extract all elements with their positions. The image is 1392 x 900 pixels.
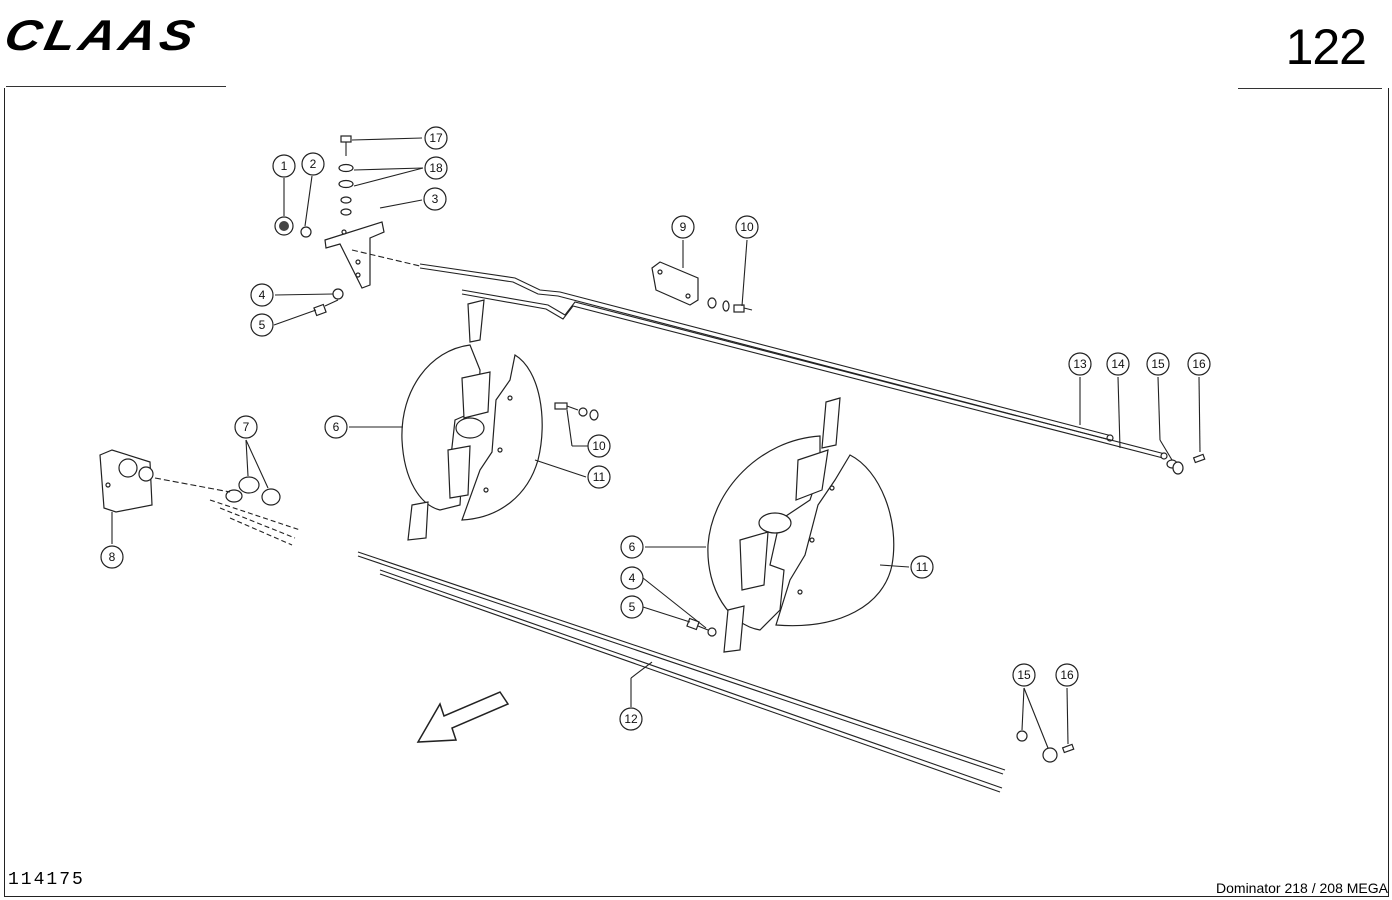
svg-text:16: 16 xyxy=(1192,357,1206,371)
callout-9: 9 xyxy=(671,215,695,239)
bolt-17 xyxy=(340,135,352,156)
shield-11-right xyxy=(775,454,895,627)
svg-text:1: 1 xyxy=(281,159,288,173)
bracket-9 xyxy=(651,261,699,306)
svg-text:4: 4 xyxy=(629,571,636,585)
callout-10-left: 10 xyxy=(587,434,611,458)
washers-18 xyxy=(338,163,354,216)
rod-14 xyxy=(461,289,1168,460)
svg-text:15: 15 xyxy=(1151,357,1165,371)
callout-15-upper: 15 xyxy=(1146,352,1170,376)
callout-16-upper: 16 xyxy=(1187,352,1211,376)
svg-text:3: 3 xyxy=(432,192,439,206)
fasteners-10-upper xyxy=(707,297,753,313)
leader-lines xyxy=(111,137,1201,749)
pin-16-lower xyxy=(1061,743,1075,754)
callout-14: 14 xyxy=(1106,352,1130,376)
svg-text:13: 13 xyxy=(1073,357,1087,371)
callout-18: 18 xyxy=(424,156,448,180)
callout-5-right: 5 xyxy=(620,595,644,619)
bracket-3 xyxy=(324,221,385,289)
svg-text:17: 17 xyxy=(429,131,443,145)
callout-4-right: 4 xyxy=(620,566,644,590)
callout-6-left: 6 xyxy=(324,415,348,439)
svg-text:11: 11 xyxy=(593,470,606,484)
svg-text:16: 16 xyxy=(1060,668,1074,682)
callout-12: 12 xyxy=(619,707,643,731)
svg-text:12: 12 xyxy=(624,712,638,726)
svg-text:6: 6 xyxy=(629,540,636,554)
svg-text:8: 8 xyxy=(109,550,116,564)
svg-text:10: 10 xyxy=(592,439,606,453)
svg-text:6: 6 xyxy=(333,420,340,434)
fasteners-10-left xyxy=(554,402,599,421)
callout-11-left: 11 xyxy=(587,465,611,489)
model-name: Dominator 218 / 208 MEGA xyxy=(1216,880,1388,896)
cap-1 xyxy=(274,216,294,236)
callout-1: 1 xyxy=(272,154,296,178)
washer-4-upper xyxy=(332,288,344,300)
svg-text:10: 10 xyxy=(740,220,754,234)
svg-text:15: 15 xyxy=(1017,668,1031,682)
callout-16-lower: 16 xyxy=(1055,663,1079,687)
callout-4-upper: 4 xyxy=(250,283,274,307)
page-number: 122 xyxy=(1285,19,1367,75)
svg-text:14: 14 xyxy=(1111,357,1125,371)
page-number-underline xyxy=(1238,88,1382,89)
svg-text:2: 2 xyxy=(310,157,317,171)
callout-15-lower: 15 xyxy=(1012,663,1036,687)
svg-text:5: 5 xyxy=(629,600,636,614)
callout-5-upper: 5 xyxy=(250,313,274,337)
pin-16-upper xyxy=(1192,453,1206,464)
callout-8: 8 xyxy=(100,545,124,569)
callout-3: 3 xyxy=(423,187,447,211)
disc-6-left xyxy=(401,299,491,541)
svg-text:9: 9 xyxy=(680,220,687,234)
shield-11-left xyxy=(461,354,543,521)
svg-text:11: 11 xyxy=(916,560,929,574)
document-number: 114175 xyxy=(8,870,85,890)
svg-text:5: 5 xyxy=(259,318,266,332)
bolt-5-upper xyxy=(313,299,339,317)
svg-text:4: 4 xyxy=(259,288,266,302)
nut-2 xyxy=(300,226,312,238)
callout-11-right: 11 xyxy=(910,555,934,579)
callout-7: 7 xyxy=(234,415,258,439)
callout-17: 17 xyxy=(424,126,448,150)
callout-10-upper: 10 xyxy=(735,215,759,239)
svg-text:7: 7 xyxy=(243,420,250,434)
callout-13: 13 xyxy=(1068,352,1092,376)
diagram-frame xyxy=(4,88,1389,897)
disc-6-right xyxy=(707,397,841,653)
logo-underline xyxy=(6,86,226,87)
callout-2: 2 xyxy=(301,152,325,176)
rod-12 xyxy=(357,551,1006,793)
callout-6-right: 6 xyxy=(620,535,644,559)
bearing-block-8 xyxy=(99,449,154,513)
end-cap-15-upper xyxy=(1166,459,1184,475)
caps-7 xyxy=(209,476,301,546)
fasteners-4-5-right xyxy=(686,617,717,637)
svg-text:18: 18 xyxy=(429,161,443,175)
direction-arrow-icon xyxy=(416,691,510,743)
end-cap-15-lower xyxy=(1016,730,1058,763)
